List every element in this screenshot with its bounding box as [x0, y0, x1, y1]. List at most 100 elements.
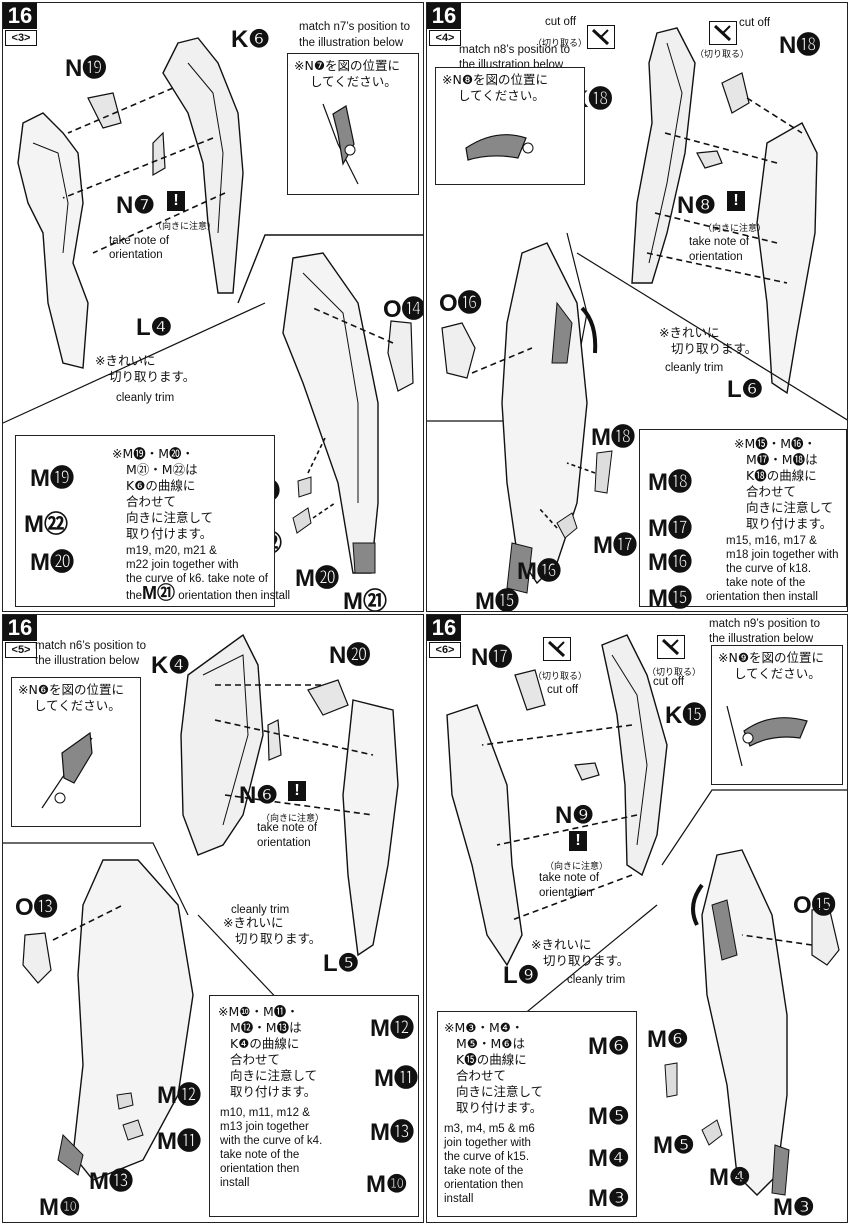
box-jp-2: M㉑・M㉒は: [126, 462, 198, 477]
box-jp-5: 向きに注意して: [746, 500, 834, 515]
cut-off-right: cut off: [739, 17, 771, 29]
match-note-2: the illustration below: [299, 37, 404, 49]
box-m-1: M❻: [588, 1033, 630, 1060]
box-m-1: M⓳: [30, 465, 74, 492]
step-number: 16: [3, 3, 37, 29]
label-m-b: M⓫: [157, 1128, 201, 1155]
box-m-4: M❸: [588, 1185, 630, 1212]
label-n-mid: N❻: [239, 782, 278, 809]
label-k: K❻: [231, 26, 270, 53]
box-jp-5: 向きに注意して: [456, 1084, 544, 1099]
label-m-a: M⓲: [591, 424, 635, 451]
box-jp-1: ※M⓳・M⓴・: [112, 446, 195, 461]
callout-jp-1: ※N❻を図の位置に: [18, 682, 125, 697]
box-m-3: M⓴: [30, 549, 74, 576]
label-m-a: M⓬: [157, 1082, 201, 1109]
callout-jp-2: してください。: [734, 666, 821, 681]
orientation-en-1: take note of: [689, 236, 750, 248]
box-en-3: the curve of k18.: [726, 563, 812, 575]
callout-illustration: [726, 705, 808, 767]
box-jp-4: 合わせて: [230, 1052, 281, 1067]
m-parts-box: ※M❸・M❹・ M❺・M❻は K⓯の曲線に 合わせて 向きに注意して 取り付けま…: [437, 1011, 637, 1217]
box-jp-1: ※M⓯・M⓰・: [734, 436, 817, 451]
substep-number: <4>: [429, 30, 461, 46]
trim-jp-2: 切り取ります。: [109, 369, 196, 384]
m-parts-box: ※M❿・M⓫・ M⓬・M⓭は K❹の曲線に 合わせて 向きに注意して 取り付けま…: [209, 995, 419, 1217]
label-n-mid: N❾: [555, 802, 594, 829]
box-en-1: m19, m20, m21 &: [126, 545, 217, 557]
orientation-jp: （向きに注意）: [153, 222, 217, 232]
box-jp-2: M❺・M❻は: [456, 1036, 525, 1051]
box-en-5: orientation then: [444, 1179, 524, 1191]
nipper-icon-right-glyph: [661, 638, 680, 656]
box-jp-6: 取り付けます。: [746, 516, 833, 531]
box-en-4: take note of the: [726, 577, 806, 589]
cut-jp-right: （切り取る）: [647, 668, 702, 678]
cut-off-right: cut off: [653, 676, 685, 688]
nipper-icon-left: [587, 25, 615, 49]
label-m-d: M⓯: [475, 588, 519, 612]
match-note-1: match n9’s position to: [709, 618, 821, 630]
orientation-en-2: orientation: [109, 249, 163, 261]
box-en-2: join together with: [444, 1137, 531, 1149]
box-en-3: the curve of k15.: [444, 1151, 530, 1163]
box-m-3: M❹: [588, 1145, 630, 1172]
label-n-top: N⓲: [779, 32, 821, 59]
label-m-c: M⓴: [295, 565, 339, 592]
callout-jp-1: ※N❼を図の位置に: [294, 58, 401, 73]
orientation-en-2: orientation: [689, 251, 743, 263]
substep-number: <5>: [5, 642, 37, 658]
match-note-1: match n8’s position to: [459, 44, 571, 56]
label-l: L❺: [323, 950, 360, 977]
step-number: 16: [3, 615, 37, 641]
orientation-en-1: take note of: [257, 822, 318, 834]
box-jp-6: 取り付けます。: [456, 1100, 543, 1115]
cut-off-left: cut off: [545, 16, 577, 28]
substep-number: <6>: [429, 642, 461, 658]
box-en-5: orientation then install: [706, 591, 818, 603]
box-jp-4: 合わせて: [746, 484, 797, 499]
box-jp-4: 合わせて: [126, 494, 177, 509]
orientation-en-2: orientation: [539, 887, 593, 899]
trim-jp-1: ※きれいに: [531, 937, 592, 952]
label-n-top: N⓳: [65, 55, 107, 82]
step-number: 16: [427, 3, 461, 29]
label-n-top: N⓴: [329, 642, 371, 669]
label-l: L❾: [503, 962, 540, 989]
nipper-icon-right: [657, 635, 685, 659]
box-jp-1: ※M❸・M❹・: [444, 1020, 524, 1035]
trim-jp-1: ※きれいに: [95, 353, 156, 368]
trim-jp-2: 切り取ります。: [671, 341, 758, 356]
box-en-1: m3, m4, m5 & m6: [444, 1123, 535, 1135]
callout-jp-1: ※N❽を図の位置に: [442, 72, 549, 87]
box-m-3: M⓭: [370, 1119, 414, 1146]
label-m-b: M❺: [653, 1132, 695, 1159]
label-m-d: M㉑: [343, 588, 387, 612]
callout-jp-2: してください。: [310, 74, 397, 89]
box-jp-5: 向きに注意して: [126, 510, 214, 525]
callout-jp-2: してください。: [458, 88, 545, 103]
cut-off-left: cut off: [547, 684, 579, 696]
box-m-2: M❺: [588, 1103, 630, 1130]
caution-icon: !: [288, 781, 306, 801]
label-k: K❹: [151, 652, 190, 679]
callout-illustration: [41, 731, 93, 809]
position-callout: ※N❽を図の位置に してください。: [435, 67, 585, 185]
box-en-4: theM㉑ orientation then install: [126, 584, 291, 603]
label-m-c: M⓰: [517, 558, 561, 585]
box-jp-2: M⓱・M⓲は: [746, 452, 818, 467]
box-m-2: M⓱: [648, 515, 692, 542]
trim-jp-2: 切り取ります。: [543, 953, 630, 968]
step-number: 16: [427, 615, 461, 641]
caution-icon: !: [569, 831, 587, 851]
box-m-3: M⓰: [648, 549, 692, 576]
box-en-4-end: orientation then install: [175, 590, 291, 602]
label-m-c: M❹: [709, 1164, 751, 1191]
box-en-2: m13 join together: [220, 1121, 309, 1133]
box-jp-3: K❻の曲線に: [126, 478, 196, 493]
callout-illustration: [465, 134, 534, 161]
label-o: O⓯: [793, 892, 836, 919]
orientation-jp: （向きに注意）: [703, 224, 767, 234]
label-m-b: M⓱: [593, 532, 637, 559]
box-en-4: take note of the: [220, 1149, 300, 1161]
